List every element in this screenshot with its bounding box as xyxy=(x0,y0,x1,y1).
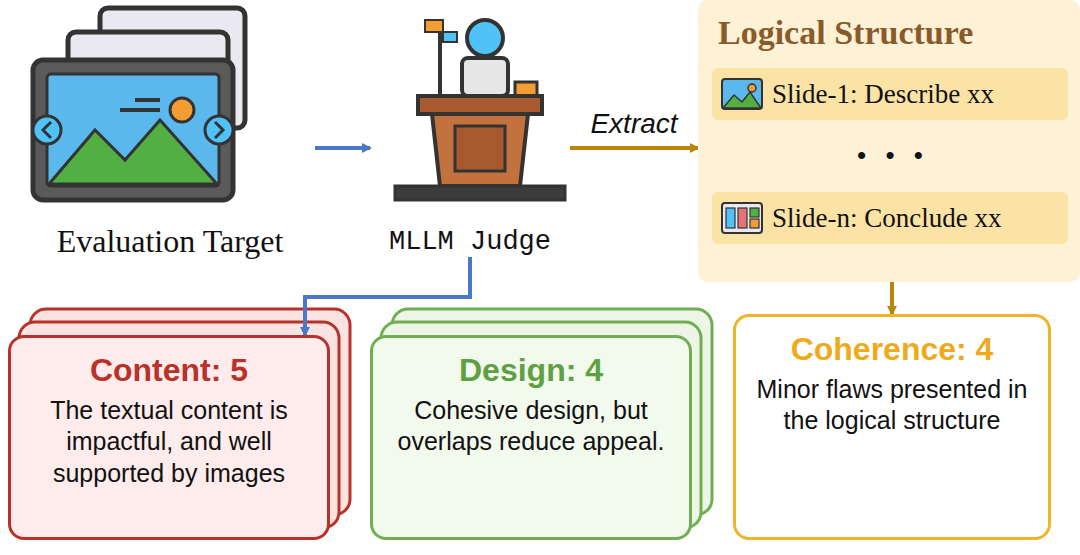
node-body: The textual content is impactful, and we… xyxy=(23,395,315,489)
judge-box: MLLM Judge xyxy=(370,5,570,257)
score-card: Coherence: 4 Minor flaws presented in the… xyxy=(733,314,1051,540)
node-title: MLLM Judge xyxy=(389,227,551,257)
slide-box: Slide-1: Describe xx xyxy=(712,68,1068,120)
node-title: Content: 5 xyxy=(23,352,315,389)
node-title: Design: 4 xyxy=(385,352,677,389)
arrow-connector xyxy=(570,146,698,150)
ellipsis-label: • • • xyxy=(857,140,929,171)
arrow-connector xyxy=(305,257,470,335)
node-title: Coherence: 4 xyxy=(748,331,1036,368)
node-title: Slide-1: Describe xx xyxy=(772,79,994,110)
node-title: Slide-n: Conclude xx xyxy=(772,203,1001,234)
arrow-connector xyxy=(315,146,370,150)
node-title: Logical Structure xyxy=(718,14,973,52)
node-body: Minor flaws presented in the logical str… xyxy=(748,374,1036,437)
arrow-connector xyxy=(890,282,894,314)
slide-box: Slide-n: Conclude xx xyxy=(712,192,1068,244)
node-title: Evaluation Target xyxy=(57,223,284,260)
score-card: Content: 5 The textual content is impactf… xyxy=(8,335,330,540)
slide-icon xyxy=(720,201,764,235)
node-body: Cohesive design, but overlaps reduce app… xyxy=(385,395,677,458)
edge-label: Extract xyxy=(587,108,680,140)
target-box: Evaluation Target xyxy=(25,5,315,260)
slide-icon xyxy=(720,77,764,111)
slides-icon xyxy=(33,8,245,200)
judge-icon xyxy=(395,20,565,200)
score-card: Design: 4 Cohesive design, but overlaps r… xyxy=(370,335,692,540)
